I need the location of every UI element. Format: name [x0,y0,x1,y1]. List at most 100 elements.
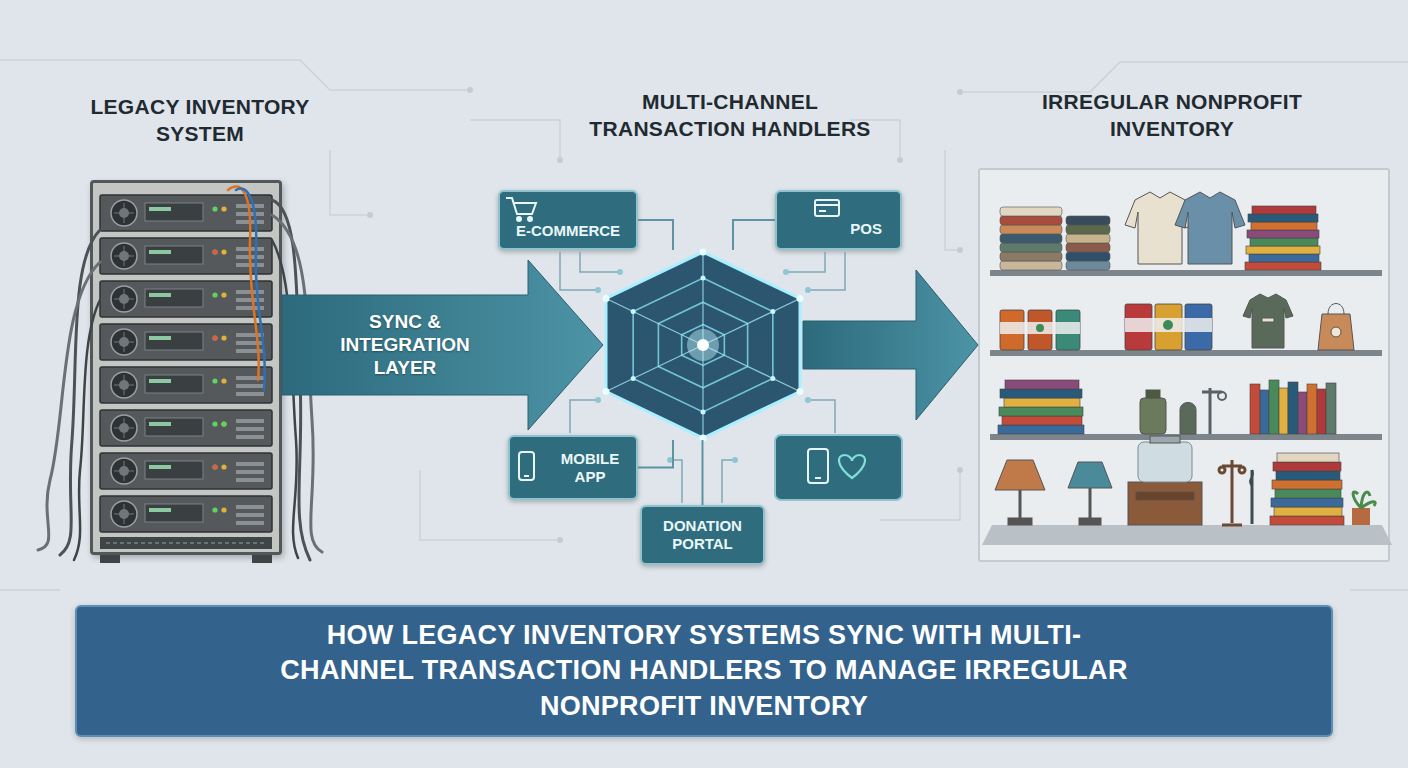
tote-bag [1331,327,1341,337]
coat-stand [1251,470,1254,524]
status-led [212,335,217,340]
integration-hub: MULTI-CHANNEL TRANSACTION HANDLERS [603,250,803,440]
book-stack [1250,238,1318,246]
food-can [1163,320,1173,330]
trace-dot [557,157,563,163]
circuit-trace [808,252,845,290]
coat-stand [1239,467,1245,473]
circuit-trace [786,252,825,272]
shelf-plank [982,525,1392,545]
circuit-link [638,440,673,468]
hub-vertex [770,309,775,314]
rack-units [100,238,272,274]
hub-vertex [631,309,636,314]
flow-arrow [282,260,603,430]
flow-arrow [803,270,978,420]
box-label: E-COMMERCE [516,222,620,240]
circuit-dot [617,269,623,275]
book-stack [1272,480,1342,489]
book-stack [1004,398,1080,407]
cable [272,215,322,552]
rack-units [252,555,272,563]
coat-stand [1250,470,1253,486]
heart-phone-box [775,435,902,500]
hub-vertex [631,376,636,381]
background-trace [945,150,960,250]
hub-vertex [701,409,706,414]
rack-units [100,367,272,403]
lamp [1068,462,1112,488]
tote-bag [1318,304,1354,351]
background-trace [330,150,370,215]
hub-vertex [603,295,610,302]
background-trace [470,120,560,160]
jar-and-bottle [1202,388,1222,434]
trace-dot [557,537,563,543]
rack-units [100,324,272,360]
section-heading: IRREGULAR NONPROFIT INVENTORY [1022,88,1322,143]
lamp [995,460,1112,525]
cabinet-jar [1128,436,1202,525]
cable [272,200,310,560]
upright-books [1250,380,1336,434]
clothes-stack [1066,216,1110,225]
rack-units [100,555,120,563]
circuit-trace [580,252,620,272]
circuit-trace [560,252,845,503]
upright-books [1298,392,1307,434]
card-icon [815,200,839,216]
upright-books [1250,384,1260,434]
circuit-link [733,220,775,250]
food-can [1125,304,1152,350]
circuit-dot [732,457,738,463]
book-stack [1002,416,1082,425]
tote-bag [1318,314,1354,350]
shelf-plank [990,350,1382,356]
status-led [212,249,226,469]
food-can [1056,310,1080,350]
cable [236,189,265,390]
circuit-trace [570,400,598,433]
heart-phone-box [815,477,821,479]
upright-books [1260,390,1269,434]
box-label: MOBILE APP [550,450,630,485]
rack-units [100,195,272,563]
rack-units [100,453,272,489]
circuit-trace [808,400,835,433]
title-banner: HOW LEGACY INVENTORY SYSTEMS SYNC WITH M… [75,605,1333,737]
jar-and-bottle [1146,390,1160,398]
clothes-stack [1000,207,1062,216]
upright-books [1317,389,1326,434]
hub-spoke [606,345,703,392]
cart-icon [506,198,536,221]
book-stack [1271,498,1343,507]
circuit-dot [595,287,601,293]
lamp [1089,488,1092,518]
cart-icon [506,198,536,214]
clothes-stack [1066,225,1110,234]
circuit-dot [783,269,789,275]
book-stack [1274,507,1342,516]
circuit-trace [670,460,682,503]
food-can [1000,304,1212,350]
clothes-stack [1066,261,1110,270]
hub-spoke [703,299,800,346]
cable [228,187,259,380]
hub-spoke [606,299,703,346]
hub-vertex [603,388,610,395]
upright-books [1269,380,1279,434]
coat-stand [1222,460,1242,525]
book-stack [1005,380,1079,389]
hub-ring [682,325,725,366]
food-can [1028,310,1052,350]
cabinet-jar [1136,492,1194,500]
cable [60,230,100,555]
circuit-dot [805,397,811,403]
trace-dot [897,157,903,163]
background-trace [960,62,1408,92]
trace-dot [957,247,963,253]
hub-vertex [797,388,804,395]
rack-units [106,542,266,544]
